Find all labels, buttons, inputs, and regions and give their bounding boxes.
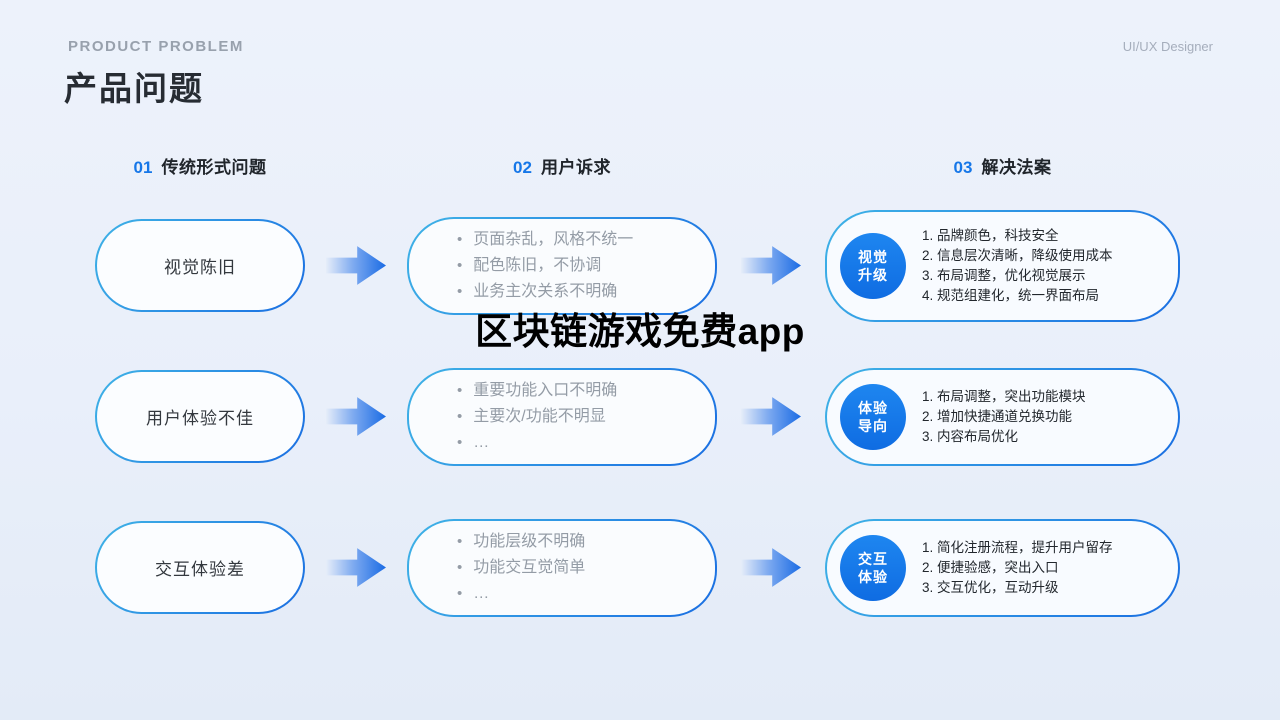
solution-item: 简化注册流程，提升用户留存 — [937, 539, 1113, 555]
solution-item: 增加快捷通道兑换功能 — [937, 408, 1073, 424]
problem-pill: 视觉陈旧 — [95, 219, 305, 312]
solution-badge: 视觉 升级 — [840, 232, 906, 299]
column-label: 传统形式问题 — [161, 157, 267, 177]
demand-item: … — [457, 581, 695, 607]
problem-label: 用户体验不佳 — [146, 409, 254, 428]
arrow-right-icon — [741, 246, 801, 285]
overlay-title: 区块链游戏免费app — [475, 311, 805, 352]
column-label: 解决法案 — [981, 157, 1052, 177]
solution-item: 信息层次清晰，降级使用成本 — [937, 247, 1113, 263]
column-number: 02 — [513, 157, 532, 177]
solution-card: 交互 体验 简化注册流程，提升用户留存 便捷验感，突出入口 交互优化，互动升级 — [825, 519, 1180, 617]
solution-card: 体验 导向 布局调整，突出功能模块 增加快捷通道兑换功能 内容布局优化 — [825, 368, 1180, 466]
column-number: 03 — [953, 157, 973, 177]
solution-item: 布局调整，突出功能模块 — [937, 388, 1086, 404]
badge-line: 升级 — [858, 266, 888, 283]
demand-item: 页面杂乱，风格不统一 — [457, 227, 695, 253]
demand-item: 功能层级不明确 — [457, 529, 695, 555]
problem-label: 交互体验差 — [155, 560, 245, 579]
solution-item: 布局调整，优化视觉展示 — [937, 267, 1086, 283]
demand-card: 功能层级不明确 功能交互觉简单 … — [407, 519, 717, 617]
demand-item: 业务主次关系不明确 — [457, 279, 695, 305]
badge-line: 体验 — [858, 399, 888, 416]
badge-line: 交互 — [858, 550, 888, 567]
arrow-right-icon — [741, 397, 801, 436]
solution-badge: 体验 导向 — [840, 383, 906, 450]
arrow-right-icon — [326, 246, 386, 285]
solution-item: 规范组建化，统一界面布局 — [937, 287, 1100, 303]
badge-line: 视觉 — [858, 248, 888, 265]
problem-solution-diagram: 01 传统形式问题 02 用户诉求 03 解决法案 视觉陈旧 页面杂乱，风格不统… — [95, 140, 1180, 643]
page-title: 产品问题 — [64, 70, 204, 107]
arrow-right-icon — [326, 397, 386, 436]
badge-line: 导向 — [858, 417, 888, 434]
solution-badge: 交互 体验 — [840, 534, 906, 601]
designer-credit: UI/UX Designer — [1122, 39, 1213, 54]
demand-item: 功能交互觉简单 — [457, 555, 695, 581]
column-header-demands: 02 用户诉求 — [513, 153, 611, 178]
problem-pill: 交互体验差 — [95, 521, 305, 614]
demand-card: 页面杂乱，风格不统一 配色陈旧，不协调 业务主次关系不明确 — [407, 217, 717, 315]
arrow-right-icon — [741, 548, 801, 587]
solution-item: 内容布局优化 — [937, 428, 1019, 444]
problem-label: 视觉陈旧 — [164, 258, 236, 277]
solution-item: 交互优化，互动升级 — [937, 579, 1059, 595]
demand-item: 重要功能入口不明确 — [457, 378, 695, 404]
demand-card: 重要功能入口不明确 主要次/功能不明显 … — [407, 368, 717, 466]
column-label: 用户诉求 — [540, 157, 611, 177]
solution-item: 便捷验感，突出入口 — [937, 559, 1059, 575]
solution-card: 视觉 升级 品牌颜色，科技安全 信息层次清晰，降级使用成本 布局调整，优化视觉展… — [825, 210, 1180, 322]
column-header-solutions: 03 解决法案 — [954, 153, 1052, 178]
problem-pill: 用户体验不佳 — [95, 370, 305, 463]
demand-item: 配色陈旧，不协调 — [457, 253, 695, 279]
column-header-problems: 01 传统形式问题 — [134, 153, 267, 178]
arrow-right-icon — [326, 548, 386, 587]
demand-item: … — [457, 430, 695, 456]
column-number: 01 — [133, 157, 153, 177]
demand-item: 主要次/功能不明显 — [457, 404, 695, 430]
eyebrow-label: PRODUCT PROBLEM — [68, 38, 244, 55]
solution-item: 品牌颜色，科技安全 — [937, 227, 1059, 243]
badge-line: 体验 — [858, 568, 888, 585]
